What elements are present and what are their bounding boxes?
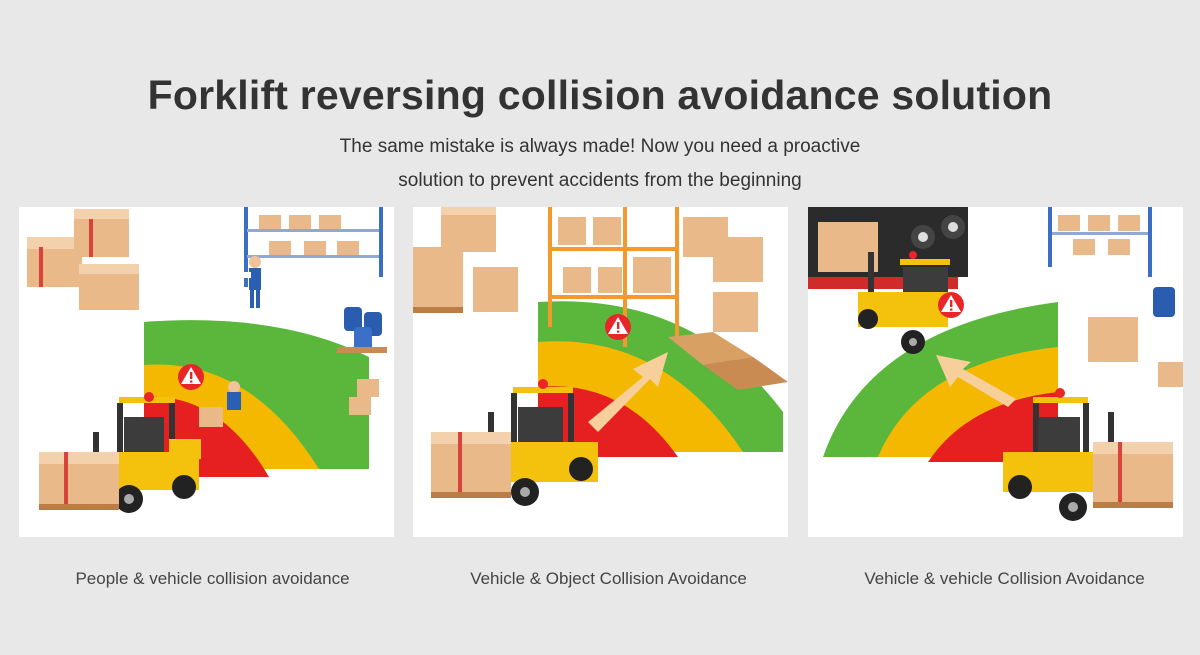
pallet-boxes-icon bbox=[1093, 442, 1173, 508]
direction-arrow-icon bbox=[588, 352, 668, 432]
red-zone bbox=[928, 392, 1058, 462]
warning-icon bbox=[178, 364, 204, 390]
caption-vehicle-vehicle: Vehicle & vehicle Collision Avoidance bbox=[864, 569, 1145, 588]
shelf-rack-icon bbox=[1048, 207, 1152, 277]
illustration-vehicle-object bbox=[413, 207, 788, 537]
box-stack-icon bbox=[413, 207, 518, 313]
pallet-boxes-icon bbox=[431, 432, 511, 498]
box-stack-icon bbox=[27, 209, 139, 310]
shelf-rack-icon bbox=[548, 207, 679, 347]
pallet-icon bbox=[668, 332, 788, 390]
barrels-icon bbox=[337, 307, 387, 353]
forklift-icon bbox=[1003, 388, 1114, 521]
warning-icon bbox=[605, 314, 631, 340]
forklift-icon bbox=[93, 392, 201, 513]
page-title: Forklift reversing collision avoidance s… bbox=[147, 72, 1053, 118]
illustration-vehicle-vehicle bbox=[808, 207, 1183, 537]
shelf-rack-icon bbox=[244, 207, 383, 287]
warning-icon bbox=[938, 292, 964, 318]
direction-arrow-icon bbox=[936, 355, 1016, 407]
caption-people-vehicle: People & vehicle collision avoidance bbox=[75, 569, 350, 588]
subtitle-line-2: solution to prevent accidents from the b… bbox=[398, 170, 802, 191]
worker-icon bbox=[241, 256, 261, 308]
pallet-boxes-icon bbox=[39, 452, 119, 510]
other-forklift-icon bbox=[858, 251, 950, 354]
subtitle-line-1: The same mistake is always made! Now you… bbox=[339, 136, 861, 157]
caption-vehicle-object: Vehicle & Object Collision Avoidance bbox=[470, 569, 747, 588]
crouching-worker-icon bbox=[199, 381, 241, 427]
illustration-people-vehicle bbox=[19, 207, 394, 537]
